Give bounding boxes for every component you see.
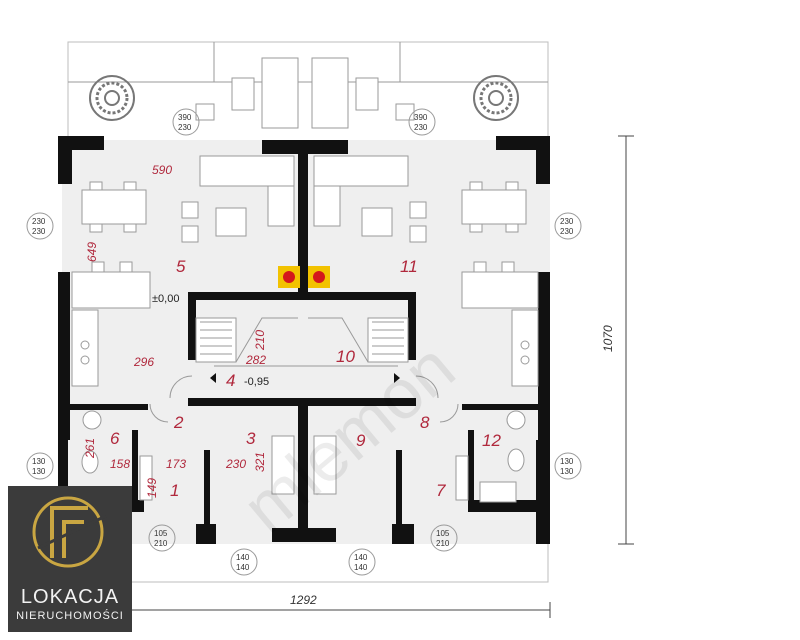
room-number: 5 bbox=[176, 257, 186, 276]
room-number: 12 bbox=[482, 431, 501, 450]
room-labels: 5 11 4 10 2 8 3 9 6 12 1 7 bbox=[110, 257, 501, 500]
window-tag-bottom: 130 bbox=[560, 467, 574, 476]
window-tag-bottom: 230 bbox=[414, 123, 428, 132]
staircase bbox=[195, 317, 409, 383]
room-number: 1 bbox=[170, 481, 179, 500]
window-tag-top: 140 bbox=[236, 553, 250, 562]
dimension: 282 bbox=[245, 353, 266, 367]
company-logo: LOKACJA NIERUCHOMOŚCI bbox=[8, 486, 132, 632]
window-tag-bottom: 210 bbox=[436, 539, 450, 548]
level-stairs: -0,95 bbox=[244, 376, 269, 388]
room-number: 4 bbox=[226, 371, 235, 390]
furniture bbox=[71, 155, 539, 503]
window-tag-top: 390 bbox=[414, 113, 428, 122]
total-width: 1292 bbox=[290, 593, 317, 607]
logo-text: LOKACJA bbox=[20, 586, 120, 608]
dimension-labels: 590 649 296 210 282 261 158 173 230 321 … bbox=[83, 163, 267, 498]
total-height: 1070 bbox=[601, 325, 615, 352]
window-tag-top: 105 bbox=[436, 529, 450, 538]
window-tag-bottom: 140 bbox=[354, 563, 368, 572]
logo-mark-icon bbox=[32, 496, 107, 568]
terrace-medallion-left bbox=[89, 75, 135, 121]
dimension: 173 bbox=[166, 457, 186, 471]
dimension: 149 bbox=[145, 478, 159, 498]
room-number: 3 bbox=[246, 429, 256, 448]
terrace-furniture bbox=[195, 57, 415, 129]
window-tag-bottom: 210 bbox=[154, 539, 168, 548]
walls bbox=[58, 136, 550, 544]
dimension: 321 bbox=[253, 452, 267, 472]
window-tag-top: 130 bbox=[560, 457, 574, 466]
room-number: 2 bbox=[173, 413, 184, 432]
window-tags: 390 230 390 230 230 230 230 230 130 130 … bbox=[26, 108, 582, 576]
logo-subtext: NIERUCHOMOŚCI bbox=[16, 610, 124, 622]
room-number: 9 bbox=[356, 431, 366, 450]
room-number: 10 bbox=[336, 347, 355, 366]
room-number: 7 bbox=[436, 481, 446, 500]
room-number: 8 bbox=[420, 413, 430, 432]
window-tag-top: 105 bbox=[154, 529, 168, 538]
window-tag-top: 390 bbox=[178, 113, 192, 122]
dimension: 649 bbox=[85, 242, 99, 262]
window-tag-bottom: 230 bbox=[32, 227, 46, 236]
dimension: 590 bbox=[152, 163, 172, 177]
dimension: 261 bbox=[83, 438, 97, 459]
fireplace-icon bbox=[308, 266, 330, 288]
terrace-medallion-right bbox=[473, 75, 519, 121]
window-tag-bottom: 230 bbox=[560, 227, 574, 236]
dimension: 296 bbox=[133, 355, 154, 369]
level-ground: ±0,00 bbox=[152, 293, 179, 305]
window-tag-bottom: 130 bbox=[32, 467, 46, 476]
room-number: 6 bbox=[110, 429, 120, 448]
dimension: 158 bbox=[110, 457, 130, 471]
dimension: 230 bbox=[225, 457, 246, 471]
dimension: 210 bbox=[253, 330, 267, 351]
window-tag-bottom: 230 bbox=[178, 123, 192, 132]
window-tag-top: 230 bbox=[560, 217, 574, 226]
window-tag-top: 140 bbox=[354, 553, 368, 562]
window-tag-bottom: 140 bbox=[236, 563, 250, 572]
window-tag-top: 230 bbox=[32, 217, 46, 226]
fireplace-icon bbox=[278, 266, 300, 288]
window-tag-top: 130 bbox=[32, 457, 46, 466]
room-number: 11 bbox=[400, 257, 418, 276]
